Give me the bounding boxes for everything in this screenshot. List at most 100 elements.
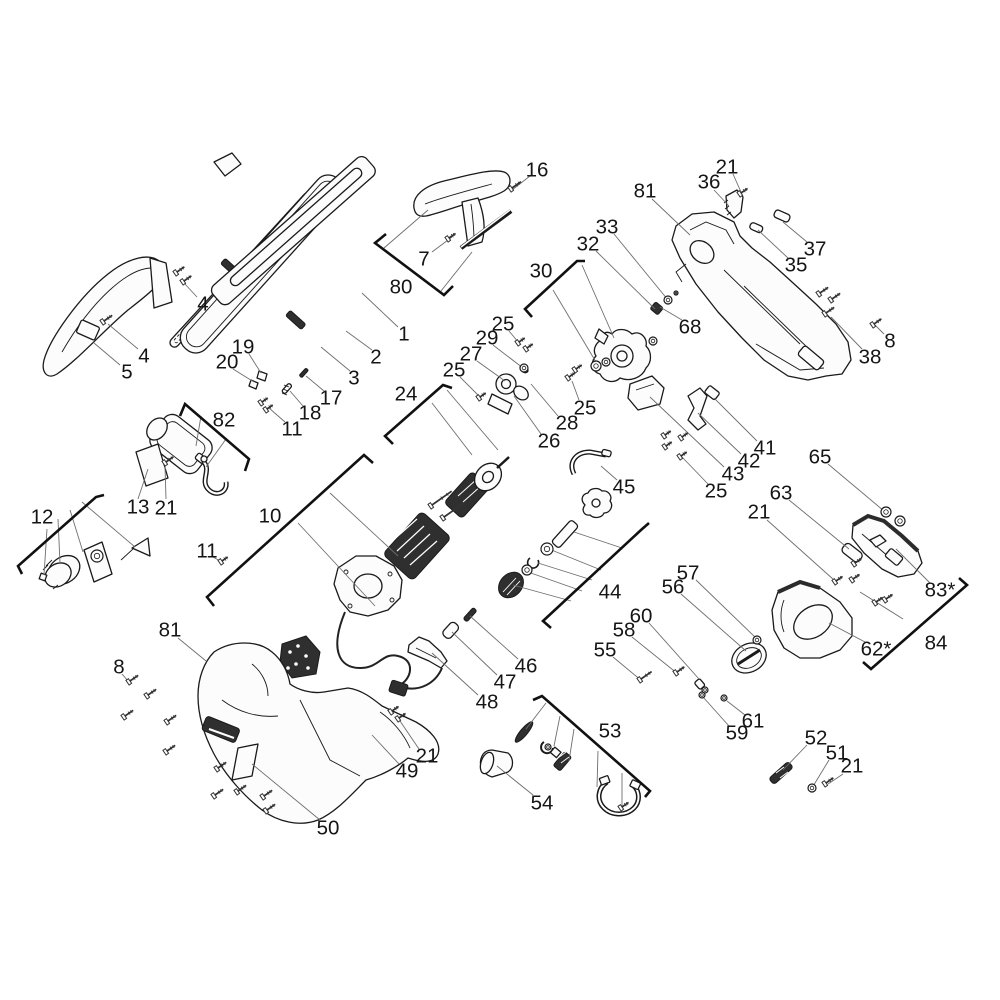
top-handle-drawing — [413, 170, 513, 250]
part-number-label-3: 3 — [348, 367, 359, 390]
screw-icon — [672, 666, 685, 677]
leader-lines-layer — [43, 173, 931, 821]
leader-line — [552, 289, 597, 363]
part-number-label-28: 28 — [556, 412, 579, 435]
front-hand-guard-drawing — [42, 256, 173, 377]
lever-cluster-drawing — [627, 375, 720, 431]
chain-catcher-drawing — [723, 189, 791, 234]
leader-line — [782, 221, 808, 243]
screw-icon — [522, 343, 534, 353]
part-number-label-61: 61 — [742, 710, 765, 733]
part-number-label-57: 57 — [677, 562, 700, 585]
leader-line — [702, 696, 730, 727]
screw-icon — [661, 441, 673, 451]
part-number-label-10: 10 — [259, 505, 282, 528]
leader-line — [612, 656, 643, 682]
washer-ring — [90, 549, 104, 563]
washer-ring — [540, 542, 554, 556]
leader-line — [81, 501, 136, 548]
part-number-label-68: 68 — [679, 316, 702, 339]
washer-ring-hole — [593, 363, 599, 369]
sprocket-drum-drawing — [591, 302, 664, 383]
leader-line — [859, 591, 904, 620]
part-number-labels-layer: 1678012344521368137358383332306825292725… — [31, 156, 956, 840]
screws-layer — [99, 180, 894, 815]
leader-line — [251, 763, 321, 821]
screw-icon — [120, 709, 134, 721]
part-number-label-5: 5 — [121, 361, 132, 384]
part-number-label-18: 18 — [299, 402, 322, 425]
part-number-label-13: 13 — [127, 496, 150, 519]
screw-icon — [507, 180, 522, 193]
leader-line — [788, 499, 850, 550]
leader-line — [697, 412, 742, 455]
assembly-bracket — [205, 453, 374, 607]
washer-ring — [720, 694, 728, 702]
washer-ring-hole — [897, 518, 903, 524]
brand-logo-mark — [285, 310, 306, 330]
screw-icon — [262, 803, 276, 815]
washer-ring — [521, 564, 533, 576]
leader-line — [459, 376, 481, 398]
part-number-label-55: 55 — [594, 639, 617, 662]
screw-icon — [125, 674, 139, 686]
leader-line — [183, 282, 198, 298]
leader-line — [513, 395, 542, 435]
pin — [299, 368, 309, 378]
screw-icon — [514, 337, 526, 347]
part-number-label-84: 84 — [925, 632, 948, 655]
leader-line — [811, 759, 830, 789]
part-number-label-26: 26 — [538, 430, 561, 453]
leader-line — [726, 700, 746, 716]
leader-line — [596, 750, 599, 788]
part-number-label-1: 1 — [398, 323, 409, 346]
leader-line — [649, 396, 725, 468]
part-number-label-81: 81 — [634, 180, 657, 203]
leader-line — [732, 173, 742, 193]
leader-line — [469, 615, 519, 660]
screw-icon — [736, 187, 749, 198]
part-number-label-45: 45 — [613, 476, 636, 499]
sprocket-cover-drawing — [771, 513, 923, 659]
washer-ring — [894, 515, 906, 527]
leader-line — [527, 571, 583, 592]
washer-ring-hole — [650, 338, 656, 344]
part-number-label-50: 50 — [317, 817, 340, 840]
leader-line — [828, 622, 866, 643]
part-number-label-19: 19 — [232, 336, 255, 359]
connector — [388, 679, 409, 697]
screw-icon — [821, 306, 835, 318]
screw-icon — [257, 397, 269, 407]
part-number-label-62: 62* — [861, 638, 892, 661]
screw-icon — [394, 712, 407, 723]
washer-ring-hole — [703, 688, 707, 692]
washer-ring — [601, 357, 611, 367]
part-number-label-21: 21 — [716, 156, 739, 179]
part-number-label-33: 33 — [596, 216, 619, 239]
washer-ring — [698, 691, 706, 699]
assembly-bracket — [383, 383, 453, 445]
leader-line — [512, 584, 572, 602]
washer-ring-hole — [700, 693, 704, 697]
roller-pin — [773, 209, 791, 223]
part-number-label-58: 58 — [613, 619, 636, 642]
screw-icon — [660, 430, 672, 440]
leader-line — [297, 522, 376, 607]
part-number-label-21: 21 — [841, 755, 864, 778]
leader-line — [766, 519, 835, 581]
screw-icon — [815, 286, 829, 298]
washer-ring-hole — [883, 509, 889, 515]
leader-line — [93, 342, 121, 366]
leader-line — [757, 229, 789, 259]
leader-line — [383, 209, 429, 249]
leader-line — [451, 631, 498, 676]
leader-line — [177, 637, 207, 662]
washer-ring-hole — [754, 637, 760, 643]
washers-rings-layer — [90, 290, 906, 793]
leader-line — [680, 593, 747, 652]
leader-line — [329, 492, 399, 557]
assembly-bracket — [523, 259, 585, 318]
assembly-bracket — [372, 232, 454, 297]
part-number-label-60: 60 — [630, 605, 653, 628]
part-number-label-63: 63 — [770, 482, 793, 505]
